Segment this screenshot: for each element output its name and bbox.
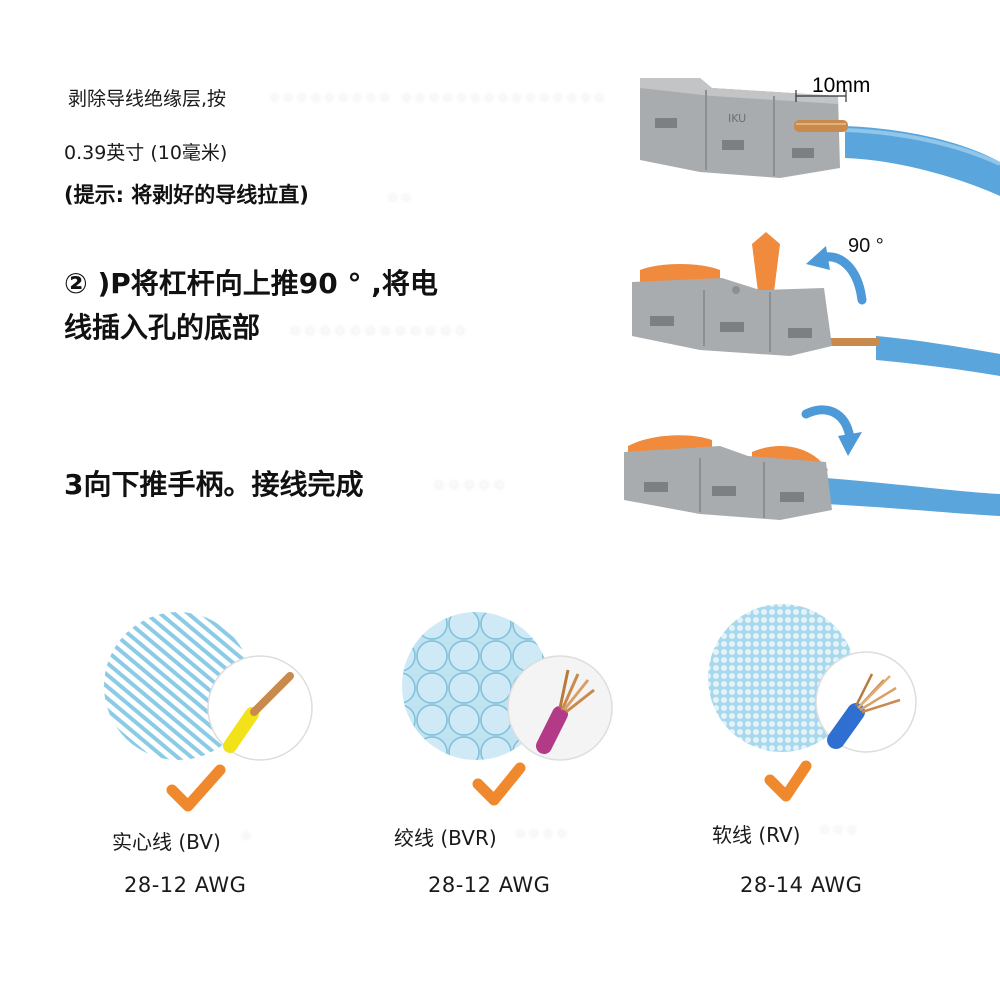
step2-line2: 线插入孔的底部 — [64, 311, 261, 344]
step1-line1: 剥除导线绝缘层,按 — [68, 88, 227, 110]
wire-type-name: 软线 (RV) — [712, 823, 801, 847]
step1-line2: 0.39英寸 (10毫米) — [64, 142, 228, 164]
wire-type-ghost: ◦ — [240, 824, 254, 848]
wire-awg-range: 28-12 AWG — [124, 873, 247, 897]
wire-awg-range: 28-14 AWG — [740, 873, 863, 897]
wire-type-name: 绞线 (BVR) — [394, 826, 497, 850]
solid-wire-diagram — [104, 612, 313, 761]
rotate-down-arrow-icon — [801, 405, 862, 456]
wire-type-ghost: ◦◦◦ — [818, 818, 860, 842]
lever-angle-label: 90 ° — [848, 235, 884, 257]
wire-type-name: 实心线 (BV) — [112, 830, 221, 854]
step3-ghost-text: ◦◦◦◦◦ — [432, 474, 508, 499]
stranded-wire-diagram — [402, 612, 613, 761]
connector-marking: IKU — [728, 112, 746, 125]
rotate-up-arrow-icon — [806, 246, 867, 305]
wire-awg-range: 28-12 AWG — [428, 873, 551, 897]
flexible-wire-diagram — [708, 604, 917, 753]
check-icon — [764, 760, 812, 802]
check-icon — [166, 764, 226, 812]
step1-hint: (提示: 将剥好的导线拉直) — [64, 183, 309, 207]
step1-ghost-text: ◦◦◦◦◦◦◦◦◦ ◦◦◦◦◦◦◦◦◦◦◦◦◦◦◦ — [268, 86, 607, 110]
step2-line1: ② )P将杠杆向上推90 ° ,将电 — [64, 267, 438, 300]
step2-ghost-text: ◦◦◦◦◦◦◦◦◦◦◦◦ — [288, 320, 469, 345]
wire-type-ghost: ◦◦◦◦ — [514, 822, 570, 846]
strip-length-label: 10mm — [812, 74, 870, 97]
step3-text: 3向下推手柄。接线完成 — [64, 468, 364, 501]
step1-hint-ghost: ◦◦ — [386, 186, 414, 210]
check-icon — [472, 762, 526, 806]
